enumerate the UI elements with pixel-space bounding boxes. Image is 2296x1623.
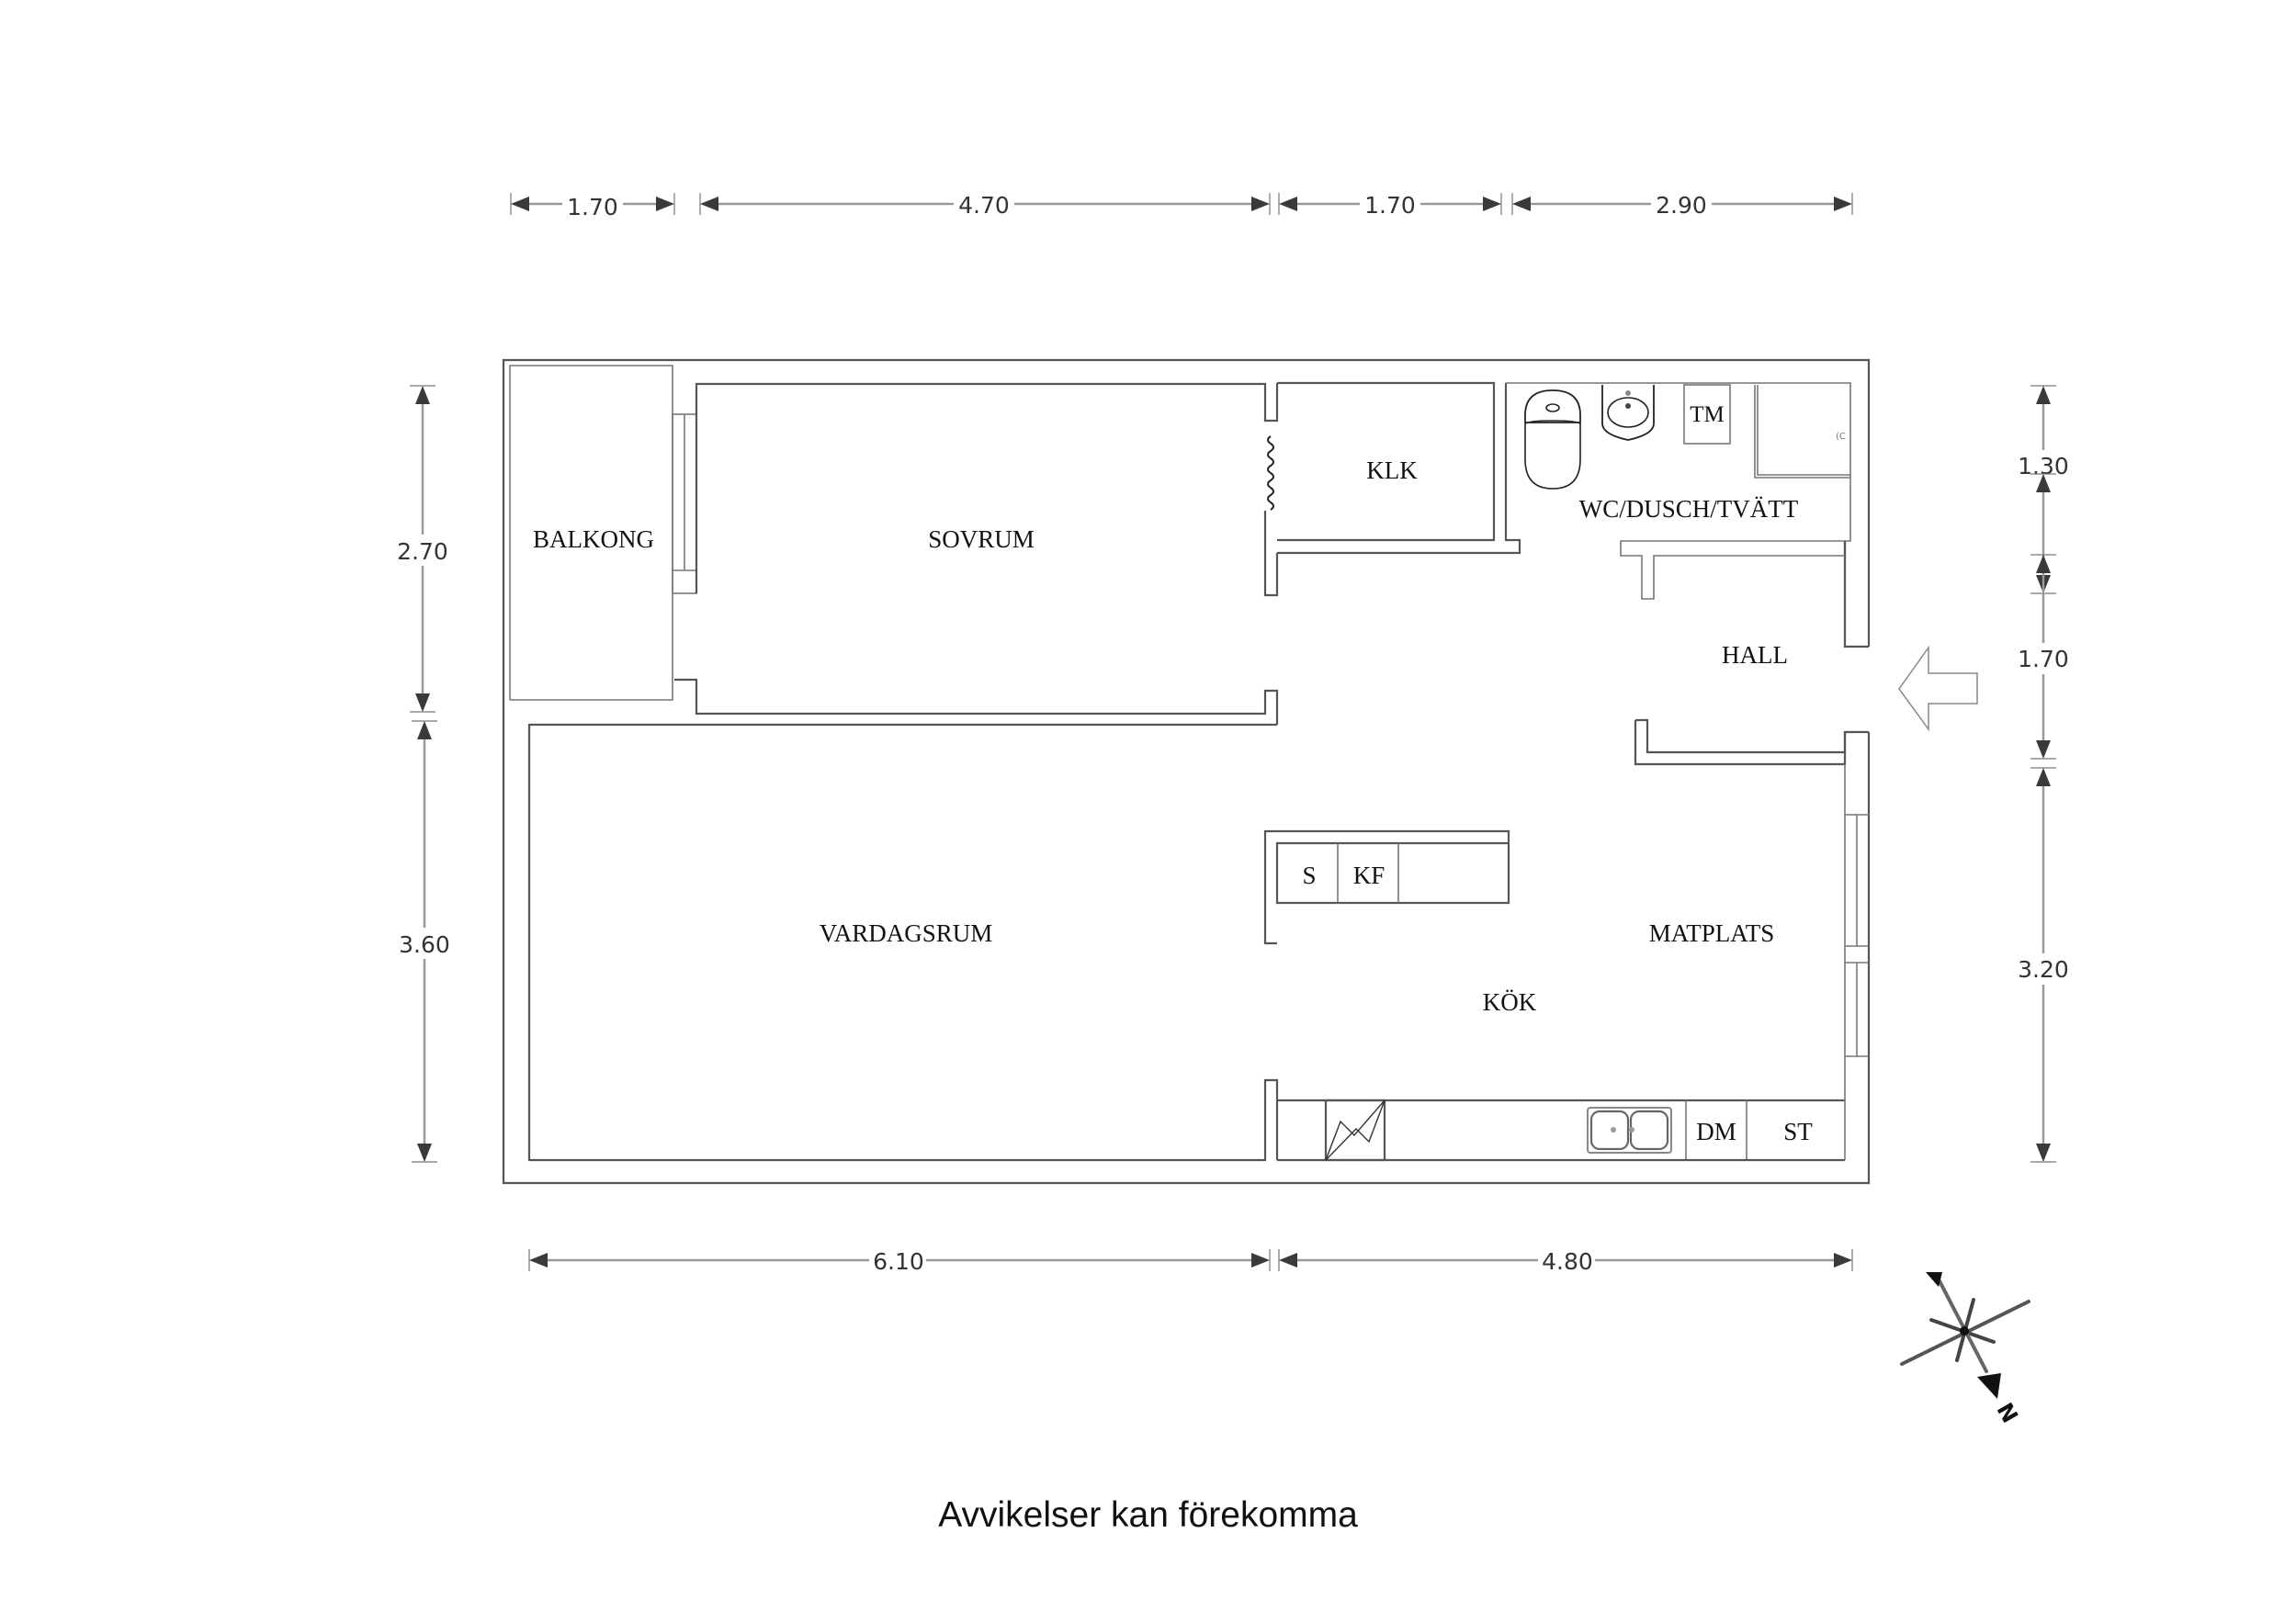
fixture-tm: TM <box>1690 402 1725 427</box>
room-sovrum: SOVRUM <box>674 382 1279 725</box>
stove-icon <box>1324 1099 1386 1162</box>
fixture-dm: DM <box>1696 1118 1736 1145</box>
disclaimer-text: Avvikelser kan förekomma <box>938 1495 1358 1535</box>
dimension-right: 1.30 1.70 3.20 <box>2010 385 2076 1163</box>
dim-left-2: 3.60 <box>399 931 450 958</box>
dim-top-4: 2.90 <box>1656 192 1707 219</box>
accordion-door-icon <box>1267 435 1274 511</box>
room-wc: TM (C WC/DUSCH/TVÄTT <box>1506 382 1851 600</box>
room-label-hall: HALL <box>1722 641 1788 669</box>
kitchen-sink-icon <box>1587 1107 1672 1154</box>
entrance-arrow-icon <box>1898 645 1978 732</box>
dim-top-2: 4.70 <box>958 192 1010 219</box>
sink-icon <box>1601 385 1655 441</box>
dim-top-3: 1.70 <box>1364 192 1416 219</box>
room-label-matplats: MATPLATS <box>1649 919 1775 947</box>
compass-north-label: N <box>1993 1398 2024 1426</box>
fixture-kf: KF <box>1353 862 1386 889</box>
room-label-sovrum: SOVRUM <box>928 525 1035 553</box>
fixture-st: ST <box>1783 1118 1813 1145</box>
dim-top-1: 1.70 <box>567 194 618 220</box>
dim-right-2: 1.70 <box>2018 646 2069 672</box>
room-label-wc: WC/DUSCH/TVÄTT <box>1579 495 1799 523</box>
room-kok: S KF DM ST KÖK MATPLATS <box>1263 764 1869 1162</box>
room-balkong: BALKONG <box>509 365 697 701</box>
room-klk: KLK <box>1277 381 1521 555</box>
shower-icon: (C <box>1754 385 1850 479</box>
room-label-balkong: BALKONG <box>533 525 654 553</box>
dim-bottom-2: 4.80 <box>1542 1248 1593 1275</box>
fixture-s: S <box>1302 862 1316 889</box>
room-label-kok: KÖK <box>1483 988 1537 1016</box>
room-vardagsrum: VARDAGSRUM <box>527 723 1279 1162</box>
outer-walls <box>502 358 1871 1185</box>
dim-left-1: 2.70 <box>397 538 448 565</box>
dimension-top: 1.70 4.70 1.70 2.90 <box>510 188 1853 220</box>
room-label-vardagsrum: VARDAGSRUM <box>820 919 993 947</box>
svg-text:(C: (C <box>1836 432 1846 442</box>
dim-bottom-1: 6.10 <box>873 1248 924 1275</box>
compass-icon: N <box>1900 1272 2030 1426</box>
dim-right-3: 3.20 <box>2018 956 2069 983</box>
room-hall: HALL <box>1634 541 1978 766</box>
room-label-klk: KLK <box>1366 456 1418 484</box>
dimension-bottom: 6.10 4.80 <box>528 1245 1853 1276</box>
toilet-icon <box>1524 389 1581 490</box>
dimension-left: 2.70 3.60 <box>390 385 458 1163</box>
